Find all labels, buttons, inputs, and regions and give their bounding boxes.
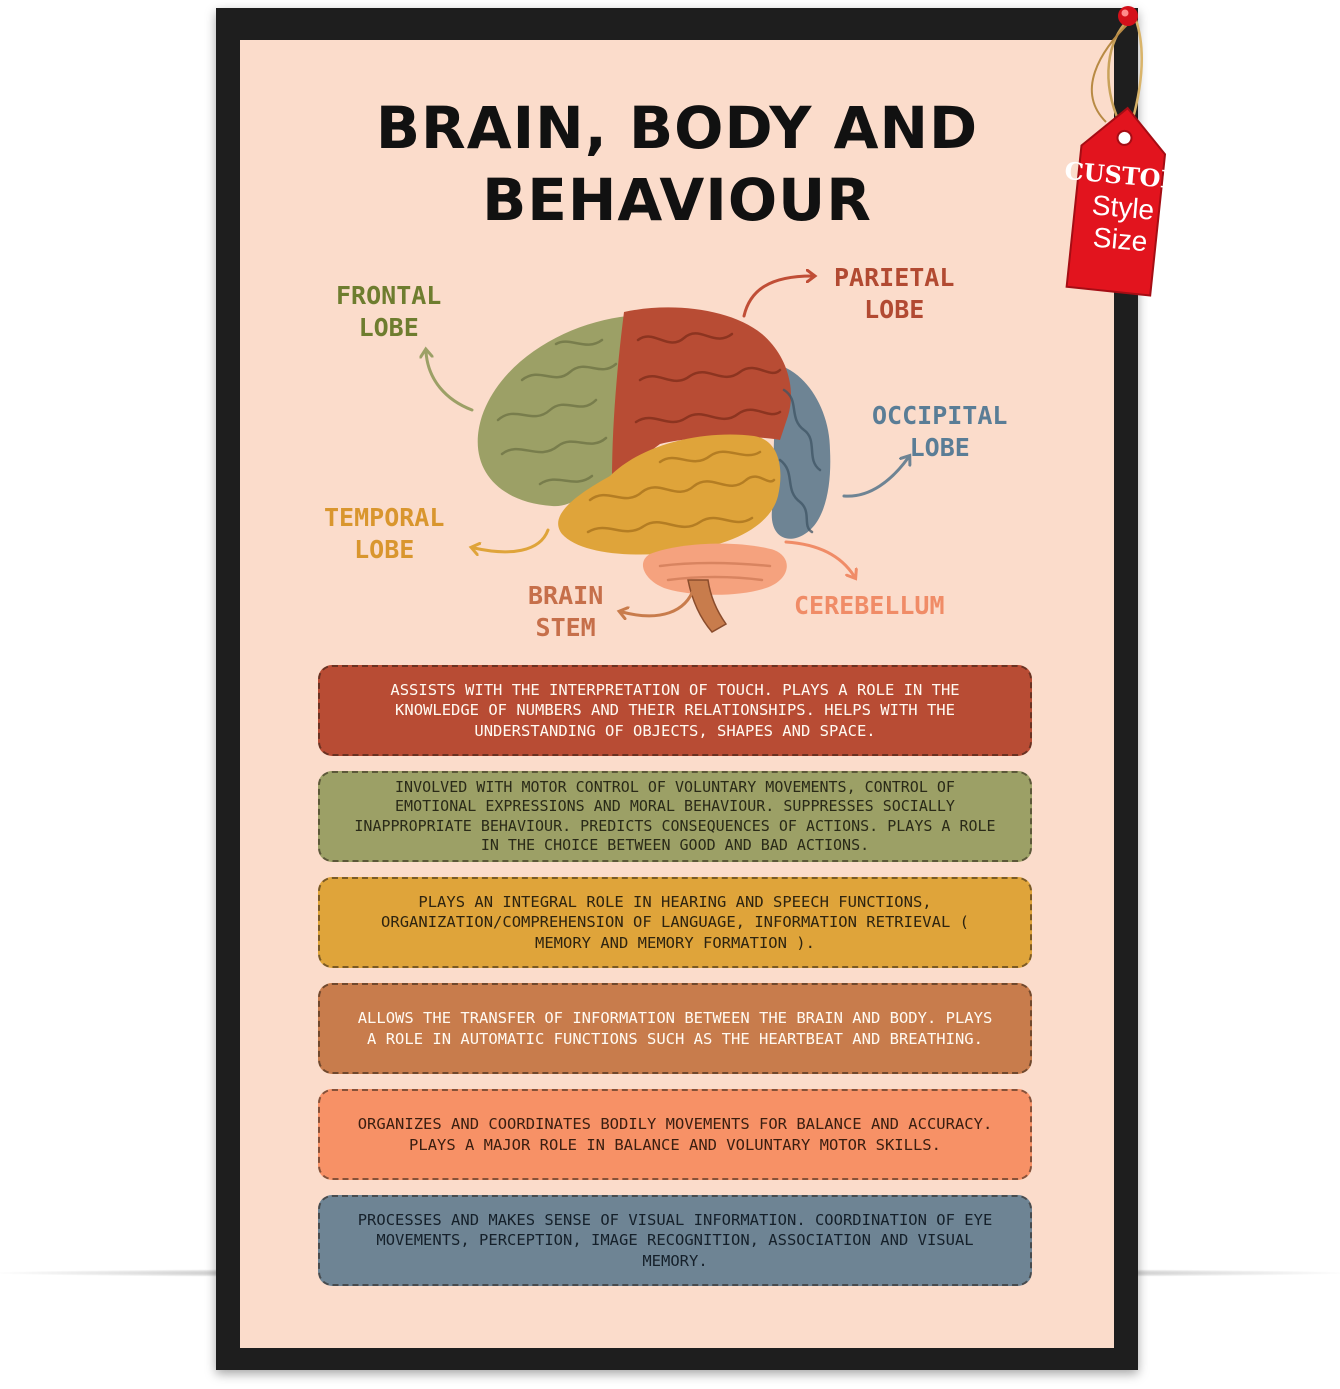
cerebellum-description: ORGANIZES AND COORDINATES BODILY MOVEMEN… [318, 1089, 1032, 1180]
poster: BRAIN, BODY AND BEHAVIOUR [240, 40, 1114, 1348]
occipital-label-line-2: LOBE [909, 433, 970, 462]
push-pin-icon [1118, 6, 1138, 26]
brain-stem-label: BRAIN STEM [528, 580, 603, 644]
brain-illustration [240, 240, 1114, 633]
parietal-label-line-1: PARIETAL [834, 263, 955, 292]
brain-stem-arrow [622, 586, 696, 616]
poster-frame: BRAIN, BODY AND BEHAVIOUR [216, 8, 1138, 1370]
descriptions-list: ASSISTS WITH THE INTERPRETATION OF TOUCH… [318, 665, 1032, 1301]
cerebellum-arrow [784, 540, 854, 576]
temporal-description: PLAYS AN INTEGRAL ROLE IN HEARING AND SP… [318, 877, 1032, 968]
temporal-lobe-shape [558, 434, 781, 555]
temporal-label-line-2: LOBE [354, 535, 415, 564]
poster-title-line-2: BEHAVIOUR [482, 166, 872, 234]
frontal-lobe-shape [477, 316, 628, 507]
frontal-label-line-1: FRONTAL [336, 281, 442, 310]
price-tag-icon [1065, 6, 1167, 297]
frontal-lobe-label: FRONTAL LOBE [336, 280, 441, 344]
cerebellum-label-line-1: CEREBELLUM [794, 591, 945, 620]
brain-stem-label-line-1: BRAIN [528, 581, 604, 610]
parietal-arrow [742, 276, 812, 318]
occipital-description: PROCESSES AND MAKES SENSE OF VISUAL INFO… [318, 1195, 1032, 1286]
brain-diagram: FRONTAL LOBE PARIETAL LOBE OCCIPITAL LOB… [240, 240, 1114, 660]
temporal-lobe-label: TEMPORAL LOBE [324, 502, 444, 566]
parietal-lobe-label: PARIETAL LOBE [834, 262, 954, 326]
brain-stem-label-line-2: STEM [535, 613, 596, 642]
frontal-arrow [426, 352, 474, 412]
poster-title-line-1: BRAIN, BODY AND [375, 94, 979, 162]
brain-stem-description: ALLOWS THE TRANSFER OF INFORMATION BETWE… [318, 983, 1032, 1074]
cerebellum-shape [642, 543, 787, 595]
occipital-arrow [842, 458, 908, 498]
temporal-arrow [474, 528, 550, 552]
parietal-description: ASSISTS WITH THE INTERPRETATION OF TOUCH… [318, 665, 1032, 756]
frontal-description: INVOLVED WITH MOTOR CONTROL OF VOLUNTARY… [318, 771, 1032, 862]
cerebellum-label: CEREBELLUM [794, 590, 945, 622]
brain-stem-shape [687, 579, 728, 633]
brain-folds [496, 332, 822, 582]
temporal-label-line-1: TEMPORAL [324, 503, 445, 532]
occipital-label-line-1: OCCIPITAL [872, 401, 1008, 430]
custom-tag-text: CUSTOM Style Size [1054, 155, 1192, 262]
frontal-label-line-2: LOBE [358, 313, 419, 342]
parietal-label-line-2: LOBE [864, 295, 925, 324]
occipital-lobe-label: OCCIPITAL LOBE [872, 400, 1007, 464]
poster-title: BRAIN, BODY AND BEHAVIOUR [240, 92, 1114, 236]
